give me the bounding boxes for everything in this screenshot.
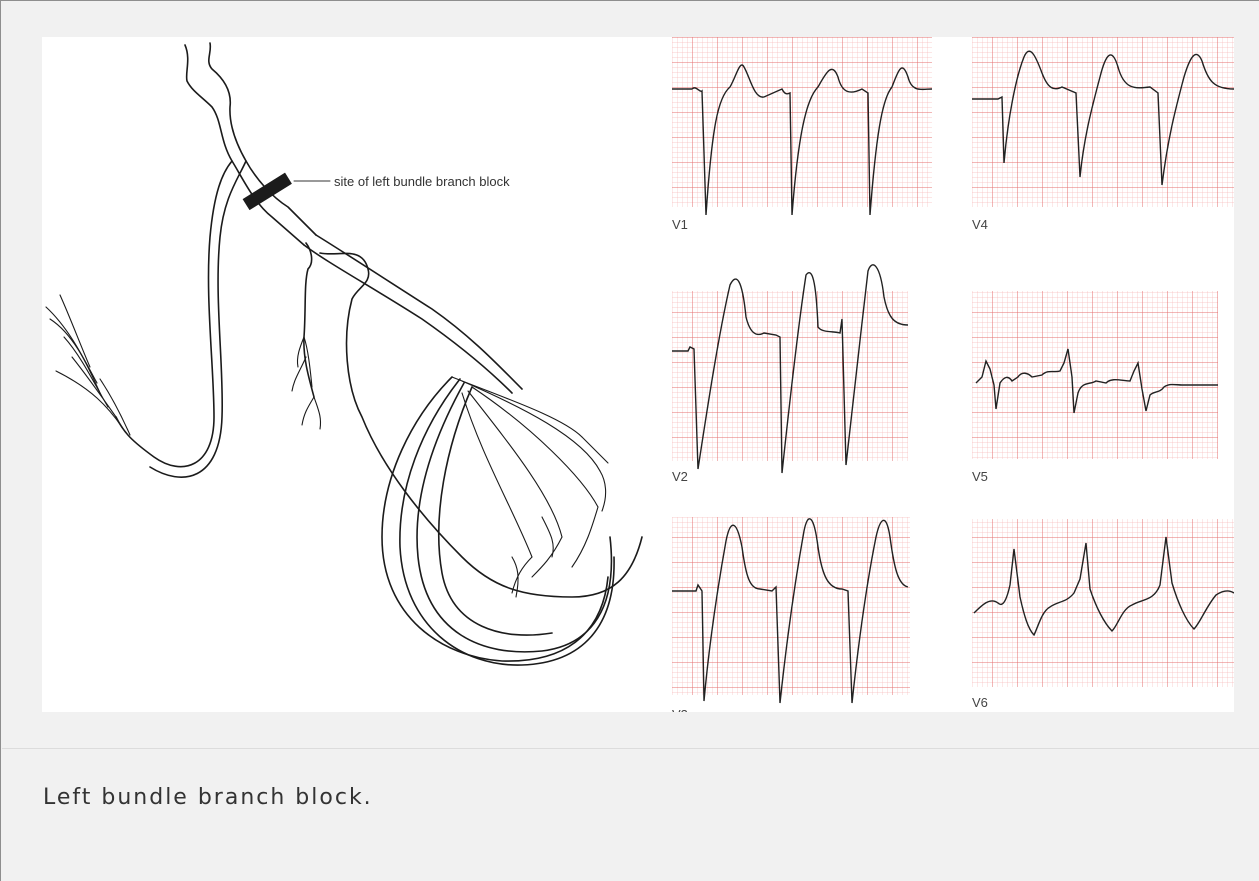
figure-caption: Left bundle branch block. (43, 785, 373, 810)
ecg-panel-v4: V4 (972, 37, 1234, 232)
purkinje-fibers (452, 377, 608, 597)
right-bundle-branch (116, 161, 246, 477)
lead-label-v6: V6 (972, 695, 988, 710)
figure-svg: site of left bundle branch block V1 V4 V… (42, 37, 1234, 712)
lead-label-v1: V1 (672, 217, 688, 232)
ecg-panel-v2: V2 (672, 265, 908, 484)
ecg-panel-v5: V5 (972, 291, 1218, 484)
lead-label-v5: V5 (972, 469, 988, 484)
his-bundle (185, 43, 316, 245)
left-posterior-fascicle (382, 377, 614, 665)
ecg-panel-v6: V6 (972, 519, 1234, 710)
figure-image: site of left bundle branch block V1 V4 V… (42, 37, 1234, 712)
right-branch-fibers (46, 295, 130, 435)
ecg-grid (972, 291, 1218, 459)
block-site-annotation: site of left bundle branch block (334, 174, 510, 189)
septal-fibers (292, 337, 321, 429)
ecg-grid (672, 291, 908, 461)
conduction-diagram (46, 43, 642, 665)
left-bundle-trunk (304, 235, 642, 597)
ecg-grid (972, 519, 1234, 687)
lead-label-v2: V2 (672, 469, 688, 484)
ecg-grid (972, 37, 1234, 207)
ecg-panel-v3: V3 (672, 517, 910, 712)
lead-label-v4: V4 (972, 217, 988, 232)
lead-label-v3: V3 (672, 707, 688, 712)
ecg-grid (672, 37, 932, 207)
ecg-panel-v1: V1 (672, 37, 932, 232)
caption-divider (2, 748, 1259, 749)
